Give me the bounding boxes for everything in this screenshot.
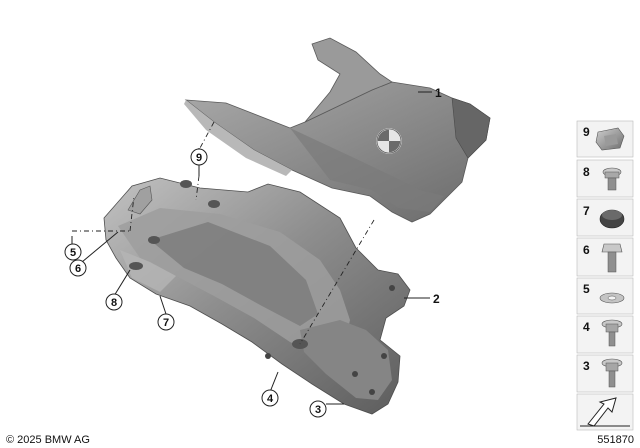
svg-text:7: 7 (163, 317, 169, 329)
svg-text:8: 8 (583, 165, 590, 179)
mounting-frame-part (103, 177, 411, 415)
flange-screw-icon (601, 319, 623, 347)
bmw-logo-icon (376, 128, 402, 154)
callout-1: 1 (435, 86, 442, 100)
svg-text:6: 6 (583, 243, 590, 257)
diagram-id: 551870 (597, 434, 634, 446)
callout-9: 9 (190, 148, 208, 166)
svg-text:8: 8 (111, 297, 117, 309)
upper-cover-part (184, 37, 491, 223)
legend-item-7: 7 (576, 198, 634, 237)
forward-arrow-icon (576, 393, 634, 431)
washer-icon (599, 292, 625, 304)
callout-7: 7 (157, 313, 175, 331)
callout-2: 2 (433, 292, 440, 306)
svg-text:6: 6 (75, 263, 81, 275)
svg-text:5: 5 (583, 282, 590, 296)
collar-screw-icon (602, 167, 622, 191)
assembly-dash-lines (72, 121, 375, 345)
nut-clip-icon (595, 127, 625, 151)
flange-screw-icon (601, 358, 623, 388)
legend-item-8: 8 (576, 159, 634, 198)
legend-item-3: 3 (576, 354, 634, 393)
rubber-grommet-icon (599, 209, 625, 229)
svg-text:4: 4 (267, 393, 274, 405)
svg-text:7: 7 (583, 204, 590, 218)
svg-text:9: 9 (196, 152, 202, 164)
callout-6: 6 (69, 259, 87, 277)
callout-3: 3 (309, 400, 327, 418)
svg-text:5: 5 (70, 247, 76, 259)
legend-item-4: 4 (576, 315, 634, 354)
svg-text:9: 9 (583, 125, 590, 139)
svg-text:3: 3 (583, 359, 590, 373)
legend-item-5: 5 (576, 277, 634, 315)
copyright-text: © 2025 BMW AG (6, 434, 90, 446)
legend-item-6: 6 (576, 237, 634, 277)
svg-text:4: 4 (583, 320, 590, 334)
hex-bolt-icon (601, 243, 623, 273)
legend-item-9: 9 (576, 120, 634, 158)
callout-5: 5 (64, 243, 82, 261)
svg-text:3: 3 (315, 404, 321, 416)
callout-8: 8 (105, 293, 123, 311)
callout-4: 4 (261, 389, 279, 407)
parts-legend: 9 8 7 6 (576, 120, 634, 431)
